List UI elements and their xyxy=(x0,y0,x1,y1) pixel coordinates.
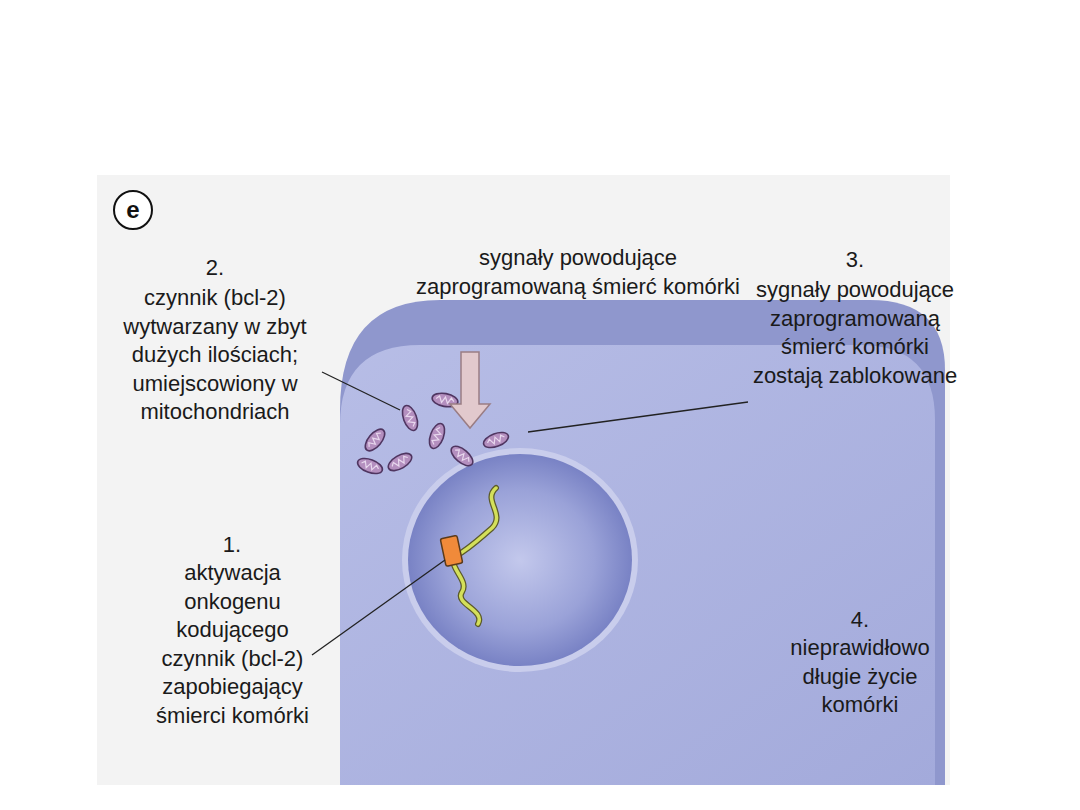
callout-number: 3. xyxy=(835,246,875,275)
mitochondrion-membrane xyxy=(426,422,447,451)
callout-number: 4. xyxy=(840,606,880,635)
leader-line xyxy=(312,560,445,655)
signal-arrow xyxy=(450,352,490,428)
mitochondrion xyxy=(356,455,385,476)
mitochondrion xyxy=(448,443,476,470)
mitochondrion-membrane xyxy=(362,426,389,454)
callout-text: aktywacja onkogenu kodującego czynnik (b… xyxy=(150,559,315,730)
mitochondrion-cristae xyxy=(436,395,455,404)
mitochondrion-membrane xyxy=(399,404,420,433)
mitochondrion-membrane xyxy=(356,455,385,476)
mitochondrion-cristae xyxy=(453,448,471,464)
scan-backdrop xyxy=(97,175,950,785)
callout-number: 1. xyxy=(212,531,252,560)
leader-line xyxy=(528,402,748,432)
mitochondrion-cristae xyxy=(404,409,416,428)
callout-text: sygnały powodujące zaprogramowaną śmierć… xyxy=(752,276,958,390)
mitochondrion-membrane xyxy=(482,429,511,450)
callout-text: czynnik (bcl-2) wytwarzany w zbyt dużych… xyxy=(112,284,318,427)
signal-label: sygnały powodujące zaprogramowaną śmierć… xyxy=(413,244,743,301)
mitochondrion-cristae xyxy=(367,431,383,449)
mitochondrion xyxy=(426,422,447,451)
panel-letter: e xyxy=(126,197,139,223)
callout-number: 2. xyxy=(195,254,235,283)
mitochondrion-cristae xyxy=(391,455,410,469)
mitochondrion xyxy=(482,429,511,450)
cell-front-face xyxy=(340,345,935,785)
nucleus xyxy=(408,454,632,666)
panel-letter-circle: e xyxy=(113,190,153,230)
callout-text: nieprawidłowo długie życie komórki xyxy=(790,634,930,720)
mitochondrion-membrane xyxy=(448,443,476,470)
leader-line xyxy=(322,372,400,410)
mitochondrion xyxy=(362,426,389,454)
mitochondrion xyxy=(399,404,420,433)
mitochondrion xyxy=(385,450,414,474)
mitochondrion-cristae xyxy=(487,434,506,446)
nucleus-rim xyxy=(402,448,638,672)
mitochondrion-membrane xyxy=(385,450,414,474)
mitochondrion-cristae xyxy=(431,427,443,446)
mitochondrion-cristae xyxy=(361,460,380,472)
